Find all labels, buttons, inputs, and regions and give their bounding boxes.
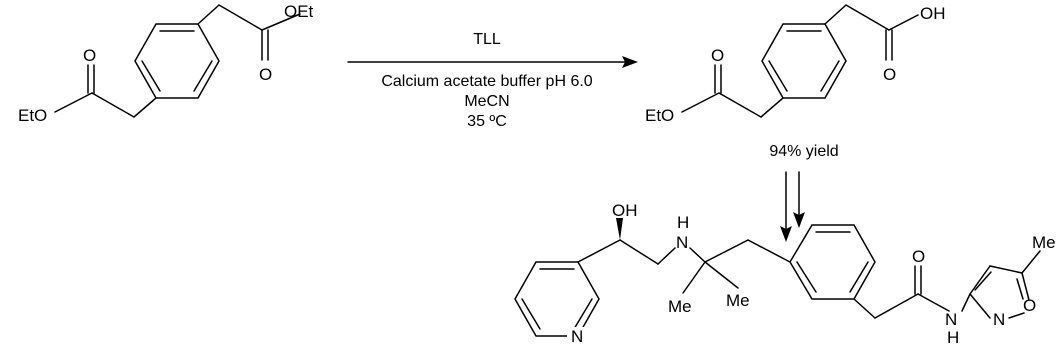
monoacid-ester-label: EtO	[645, 106, 674, 125]
sm-side-chains	[54, 4, 301, 118]
sm-carbonyl-o-left: O	[83, 46, 96, 65]
methyl-label-1: Me	[668, 297, 692, 316]
multistep-arrows	[780, 171, 805, 242]
reaction-arrow	[347, 56, 638, 68]
monoacid-product: OH O O EtO	[645, 4, 946, 125]
sm-ester-right-label: OEt	[284, 2, 314, 21]
final-product: N OH H N Me Me O	[514, 201, 1056, 347]
reagent-label: TLL	[473, 31, 501, 48]
amide-h-label: H	[947, 328, 959, 347]
monoacid-benzene-ring	[761, 23, 847, 99]
sm-carbonyl-o-right: O	[259, 65, 272, 84]
methyl-label-2: Me	[726, 291, 750, 310]
condition-solvent: MeCN	[464, 93, 509, 110]
amide-n-label: N	[945, 310, 957, 329]
monoacid-side-chains	[681, 4, 919, 118]
final-benzene-ring	[789, 224, 876, 300]
isoxazole-o-label: O	[1023, 296, 1036, 315]
pyridine-n-label: N	[571, 327, 583, 346]
sm-benzene-ring	[134, 23, 220, 99]
amine-h-label: H	[677, 213, 689, 232]
isoxazole-n-label: N	[993, 310, 1005, 329]
sm-ester-left-label: EtO	[18, 106, 47, 125]
amide-linker	[853, 265, 950, 319]
condition-buffer: Calcium acetate buffer pH 6.0	[381, 73, 592, 90]
pyridine-ring	[514, 261, 600, 346]
starting-material: OEt O O EtO	[18, 2, 314, 125]
isoxazole-ring	[961, 250, 1041, 319]
final-backbone	[577, 218, 791, 294]
yield-label: 94% yield	[769, 143, 838, 160]
monoacid-carbonyl-o-right: O	[883, 65, 896, 84]
hydroxyl-label: OH	[612, 201, 638, 220]
amide-o-label: O	[912, 247, 925, 266]
isoxazole-methyl-label: Me	[1032, 233, 1056, 252]
monoacid-oh-label: OH	[920, 4, 946, 23]
amine-n-label: N	[676, 233, 688, 252]
monoacid-carbonyl-o-left: O	[711, 46, 724, 65]
condition-temperature: 35 ºC	[467, 113, 507, 130]
